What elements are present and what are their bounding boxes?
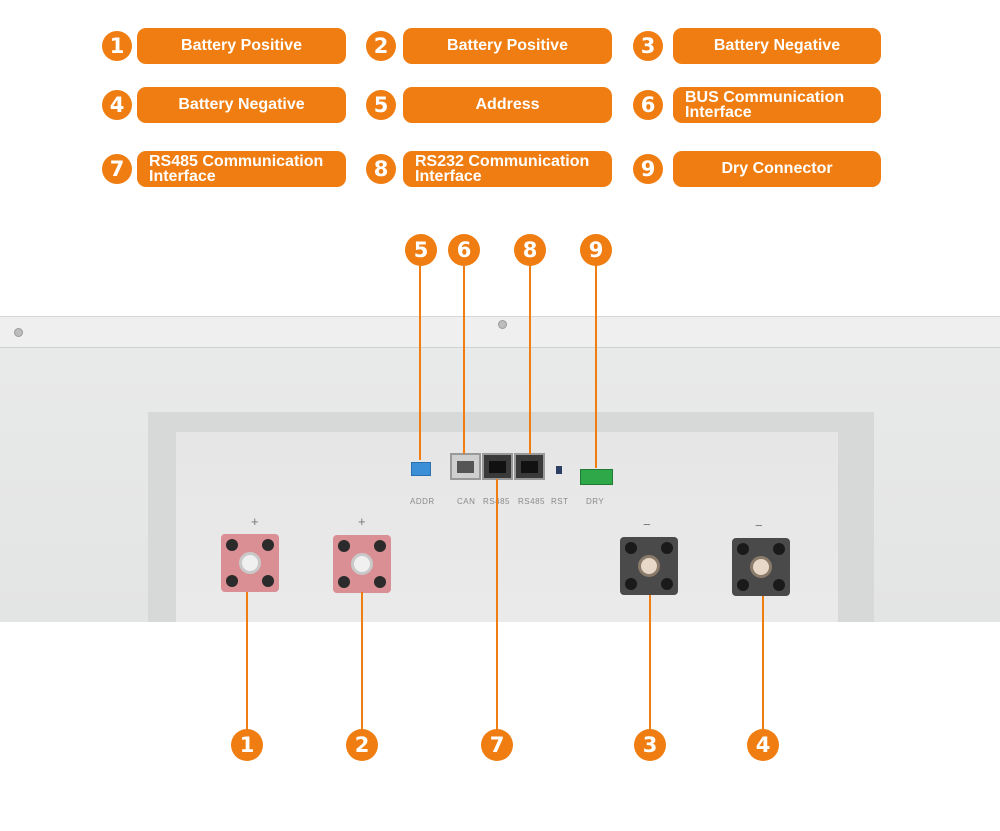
legend-label-address: Address [403,87,612,123]
terminal-hole [750,556,772,578]
legend-label-line: RS485 Communication [149,153,324,170]
bolt-icon [338,540,350,552]
leader-line-7 [496,479,498,732]
terminal-hole [239,552,261,574]
legend-number: 6 [633,90,663,120]
negative-terminal-3[interactable] [620,537,678,595]
dry-connector-block[interactable] [580,469,613,485]
screw-icon [498,320,507,329]
legend-number: 4 [102,90,132,120]
callout-9: 9 [580,234,612,266]
bolt-icon [262,539,274,551]
legend-number: 5 [366,90,396,120]
legend-label-rs485-communication: RS485 Communication Interface [137,151,346,187]
callout-5: 5 [405,234,437,266]
plus-sign: + [251,514,259,529]
legend-label-line: Interface [149,168,216,185]
callout-8: 8 [514,234,546,266]
rst-label: RST [551,497,569,506]
terminal-hole [351,553,373,575]
bolt-icon [773,579,785,591]
callout-6: 6 [448,234,480,266]
bolt-icon [737,579,749,591]
reset-button[interactable] [556,466,562,474]
bolt-icon [374,540,386,552]
callout-3: 3 [634,729,666,761]
address-dip-switch[interactable] [411,462,431,476]
legend-number: 7 [102,154,132,184]
bolt-icon [773,543,785,555]
legend-label-rs232-communication: RS232 Communication Interface [403,151,612,187]
legend-label-line: BUS Communication [685,89,845,106]
leader-line-2 [361,592,363,732]
legend-label-battery-positive-2: Battery Positive [403,28,612,64]
callout-4: 4 [747,729,779,761]
rs485-port[interactable] [482,453,513,480]
legend-number: 9 [633,154,663,184]
screw-icon [14,328,23,337]
positive-terminal-2[interactable] [333,535,391,593]
legend-label-dry-connector: Dry Connector [673,151,881,187]
rs485-label: RS485 [518,497,545,506]
bolt-icon [625,542,637,554]
legend-label-line: Interface [415,168,482,185]
negative-terminal-4[interactable] [732,538,790,596]
leader-line-1 [246,592,248,732]
callout-1: 1 [231,729,263,761]
legend-label-line: Interface [685,104,752,121]
bolt-icon [374,576,386,588]
legend-number: 3 [633,31,663,61]
can-port[interactable] [450,453,481,480]
leader-line-4 [762,596,764,732]
plus-sign: + [358,514,366,529]
leader-line-3 [649,595,651,732]
bolt-icon [737,543,749,555]
bolt-icon [661,578,673,590]
legend-label-bus-communication: BUS Communication Interface [673,87,881,123]
callout-7: 7 [481,729,513,761]
addr-label: ADDR [410,497,435,506]
leader-line-8 [529,262,531,454]
bolt-icon [226,539,238,551]
leader-line-6 [463,262,465,454]
bolt-icon [625,578,637,590]
bolt-icon [661,542,673,554]
bolt-icon [226,575,238,587]
legend-label-battery-positive-1: Battery Positive [137,28,346,64]
legend-number: 1 [102,31,132,61]
dry-label: DRY [586,497,605,506]
bolt-icon [262,575,274,587]
legend-label-battery-negative-4: Battery Negative [137,87,346,123]
can-label: CAN [457,497,476,506]
callout-2: 2 [346,729,378,761]
legend-label-battery-negative-3: Battery Negative [673,28,881,64]
bolt-icon [338,576,350,588]
leader-line-9 [595,262,597,468]
minus-sign: − [755,518,763,533]
terminal-hole [638,555,660,577]
leader-line-5 [419,262,421,460]
legend-number: 2 [366,31,396,61]
legend-number: 8 [366,154,396,184]
legend-label-line: RS232 Communication [415,153,590,170]
minus-sign: − [643,517,651,532]
rs232-port[interactable] [514,453,545,480]
positive-terminal-1[interactable] [221,534,279,592]
